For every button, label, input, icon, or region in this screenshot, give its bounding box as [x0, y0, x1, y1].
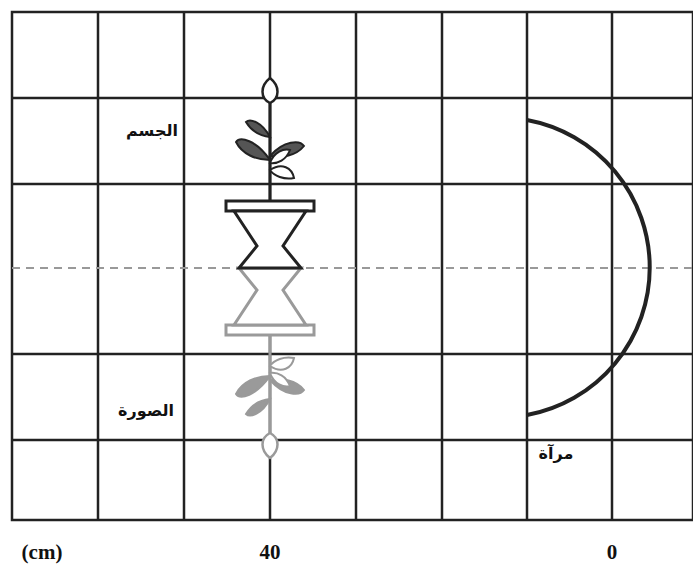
scale-label: 0: [607, 541, 618, 564]
plant-object: [226, 78, 314, 268]
object-label: الجسم: [126, 122, 178, 140]
mirror-label: مرآة: [539, 445, 574, 463]
concave-mirror: [527, 120, 650, 415]
image-label: الصورة: [118, 402, 174, 420]
unit-label: (cm): [22, 541, 63, 564]
scale-label: 40: [260, 541, 281, 564]
plant-image: [226, 268, 314, 458]
